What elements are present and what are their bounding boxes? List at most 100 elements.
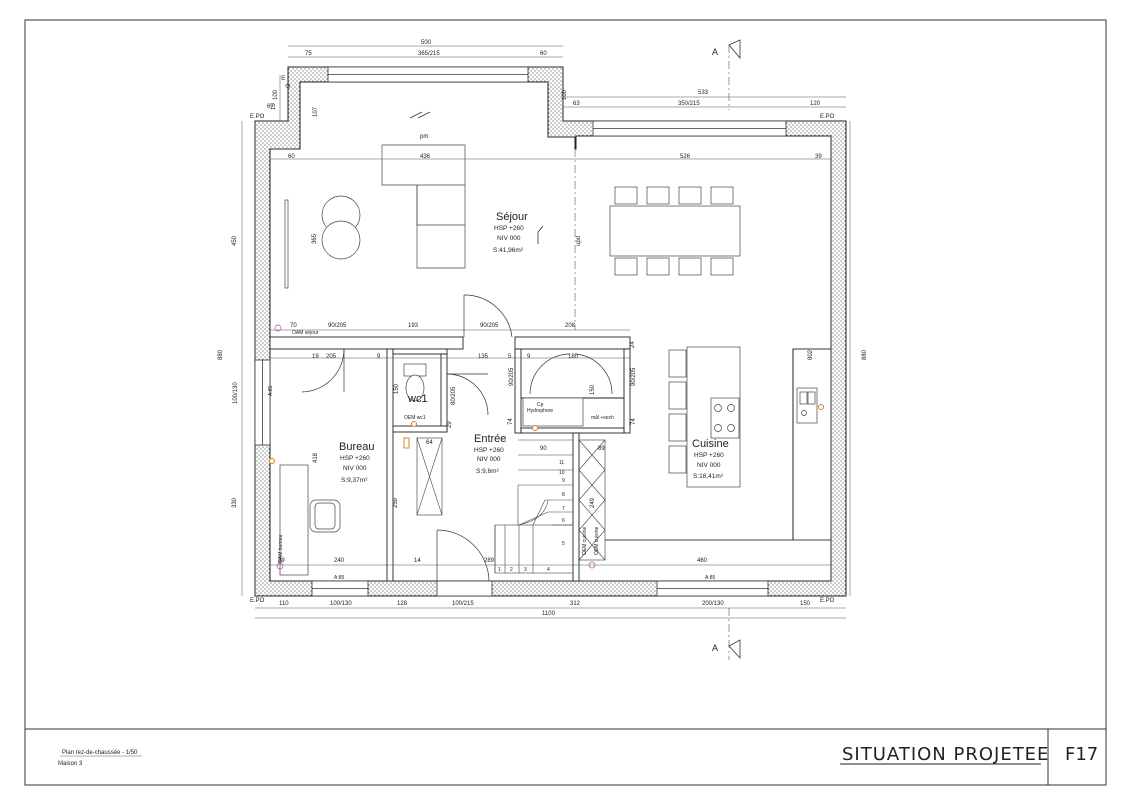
sheet-title: SITUATION PROJETEE	[842, 744, 1049, 765]
label-oam-bureau: OAM bureau	[278, 534, 284, 563]
step-7: 7	[562, 506, 565, 512]
step-1: 1	[498, 567, 501, 573]
room-cuisine-niv: NIV 000	[697, 462, 721, 469]
dim-v-o1: Ο	[286, 83, 292, 88]
dim-208: 208	[565, 323, 576, 329]
room-bureau-name: Bureau	[339, 441, 374, 453]
dim-5: 5	[508, 354, 512, 360]
dim-90-205b: 90/205	[480, 323, 499, 329]
dim-418: 418	[313, 452, 319, 463]
dim-v-100: 100	[273, 89, 279, 100]
dim-80-205: 80/205	[451, 386, 457, 405]
dim-240: 240	[334, 558, 345, 564]
step-6: 6	[562, 518, 565, 524]
room-entree-niv: NIV 000	[477, 456, 501, 463]
step-9: 9	[562, 478, 565, 484]
dim-right-1: 63	[573, 101, 580, 107]
section-a-top: A	[712, 47, 718, 57]
dim-150: 150	[394, 383, 400, 394]
dim-249: 249	[590, 497, 596, 508]
label-oam-wc: OEM wc1	[404, 415, 426, 421]
dim-436: 436	[420, 154, 431, 160]
dim-top-2: 365/215	[418, 51, 440, 57]
step-3: 3	[524, 567, 527, 573]
dim-bot-312: 312	[570, 601, 581, 607]
dim-880: 880	[218, 349, 224, 360]
room-cuisine-area: S:18,41m²	[693, 473, 724, 480]
dim-9b: 9	[527, 354, 531, 360]
dim-right-3: 120	[810, 101, 821, 107]
dim-a85: A:85	[268, 385, 274, 396]
label-cp: Cp	[537, 402, 544, 408]
dim-205: 205	[326, 354, 337, 360]
dim-bot-200-130: 200/130	[702, 601, 724, 607]
label-mal-sech: mål +sech	[591, 414, 614, 421]
dim-24: 24	[630, 341, 636, 348]
dim-v-m: m	[281, 75, 287, 80]
room-bureau-niv: NIV 000	[343, 465, 367, 472]
dim-802: 802	[808, 349, 814, 360]
dim-bot-128: 128	[397, 601, 408, 607]
dim-39: 39	[815, 154, 822, 160]
room-entree-name: Entrée	[474, 433, 506, 445]
sheet-border	[24, 19, 1107, 786]
dim-top-1: 75	[305, 51, 312, 57]
dim-top-total: 500	[421, 40, 432, 46]
dim-v-107: 107	[313, 106, 319, 117]
section-markers	[728, 39, 741, 660]
dim-135: 135	[478, 354, 489, 360]
dim-v-100b: 100	[562, 89, 568, 100]
vent-markers	[274, 324, 596, 570]
dim-39b: 39	[278, 558, 285, 564]
sheet-number: F17	[1065, 744, 1098, 765]
dim-bot-total: 1100	[542, 611, 556, 617]
label-oam-sejour: OAM séjour	[292, 330, 319, 336]
room-bureau-hsp: HSP +260	[340, 455, 370, 462]
room-entree-hsp: HSP +260	[474, 447, 504, 454]
dim-180: 180	[568, 354, 579, 360]
dim-100-130: 100/130	[233, 382, 239, 404]
label-hydrophore: Hydrophore	[527, 408, 553, 414]
dim-a85c: A:85	[705, 575, 716, 581]
dim-450: 450	[232, 235, 238, 246]
step-10: 10	[559, 470, 565, 476]
room-bureau-area: S:9,37m²	[341, 477, 368, 484]
epo-bl: E.PO	[250, 598, 265, 604]
interior-walls	[269, 336, 832, 582]
dim-460: 460	[697, 558, 708, 564]
dim-right-2: 350/215	[678, 101, 700, 107]
room-sejour-hsp: HSP +260	[494, 225, 524, 232]
dim-70: 70	[290, 323, 297, 329]
dim-74b: 74	[631, 418, 637, 425]
exterior-walls	[254, 66, 847, 597]
north-arrow-icon	[537, 225, 544, 244]
room-sejour-area: S:41,96m²	[493, 247, 524, 254]
label-oam-cuisine-2: OEM cuisine	[582, 526, 588, 555]
dim-150b: 150	[590, 384, 596, 395]
house-name: Maison 3	[58, 761, 83, 767]
dim-14: 14	[414, 558, 421, 564]
dim-90-205d: 90/205	[631, 367, 637, 386]
dim-90-205a: 90/205	[328, 323, 347, 329]
room-sejour-niv: NIV 000	[497, 235, 521, 242]
furniture	[279, 144, 818, 576]
dim-top-3: 60	[540, 51, 547, 57]
dim-bot-110: 110	[279, 601, 289, 607]
label-oam-cuisine: OEM cuisine	[594, 526, 600, 555]
dim-bot-100-130: 100/130	[330, 601, 352, 607]
dim-a85b: A:85	[334, 575, 345, 581]
staircase	[416, 437, 606, 574]
step-8: 8	[562, 492, 565, 498]
epo-tl: E.PO	[250, 114, 265, 120]
epo-br: E.PO	[820, 598, 835, 604]
dim-90-205c: 90/205	[509, 367, 515, 386]
dim-bot-100-215: 100/215	[452, 601, 474, 607]
section-lines	[574, 45, 730, 660]
windows	[254, 66, 787, 597]
step-2: 2	[510, 567, 513, 573]
dim-60: 60	[288, 154, 295, 160]
dim-right-total: 533	[698, 90, 709, 96]
room-cuisine-name: Cuisine	[692, 438, 729, 450]
room-cuisine-hsp: HSP +260	[694, 452, 724, 459]
